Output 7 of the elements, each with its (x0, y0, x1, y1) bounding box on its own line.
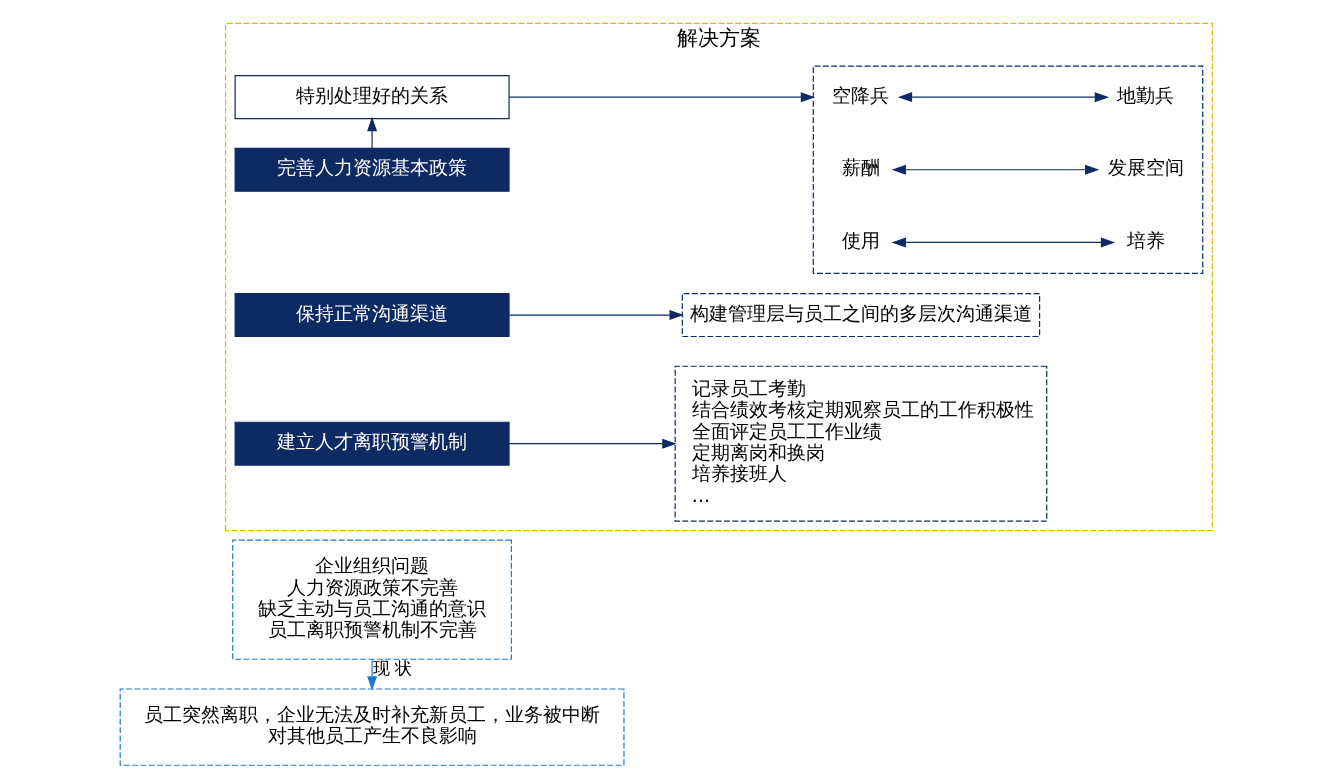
node-text: 地勤兵 (1117, 83, 1175, 106)
node-text: 培养 (1126, 228, 1165, 251)
node-text: 使用 (841, 228, 880, 251)
node-text: 薪酬 (841, 155, 880, 178)
node-text: 发展空间 (1107, 155, 1184, 178)
node-text: 空降兵 (832, 83, 890, 106)
edge-label: 现 状 (372, 658, 412, 678)
